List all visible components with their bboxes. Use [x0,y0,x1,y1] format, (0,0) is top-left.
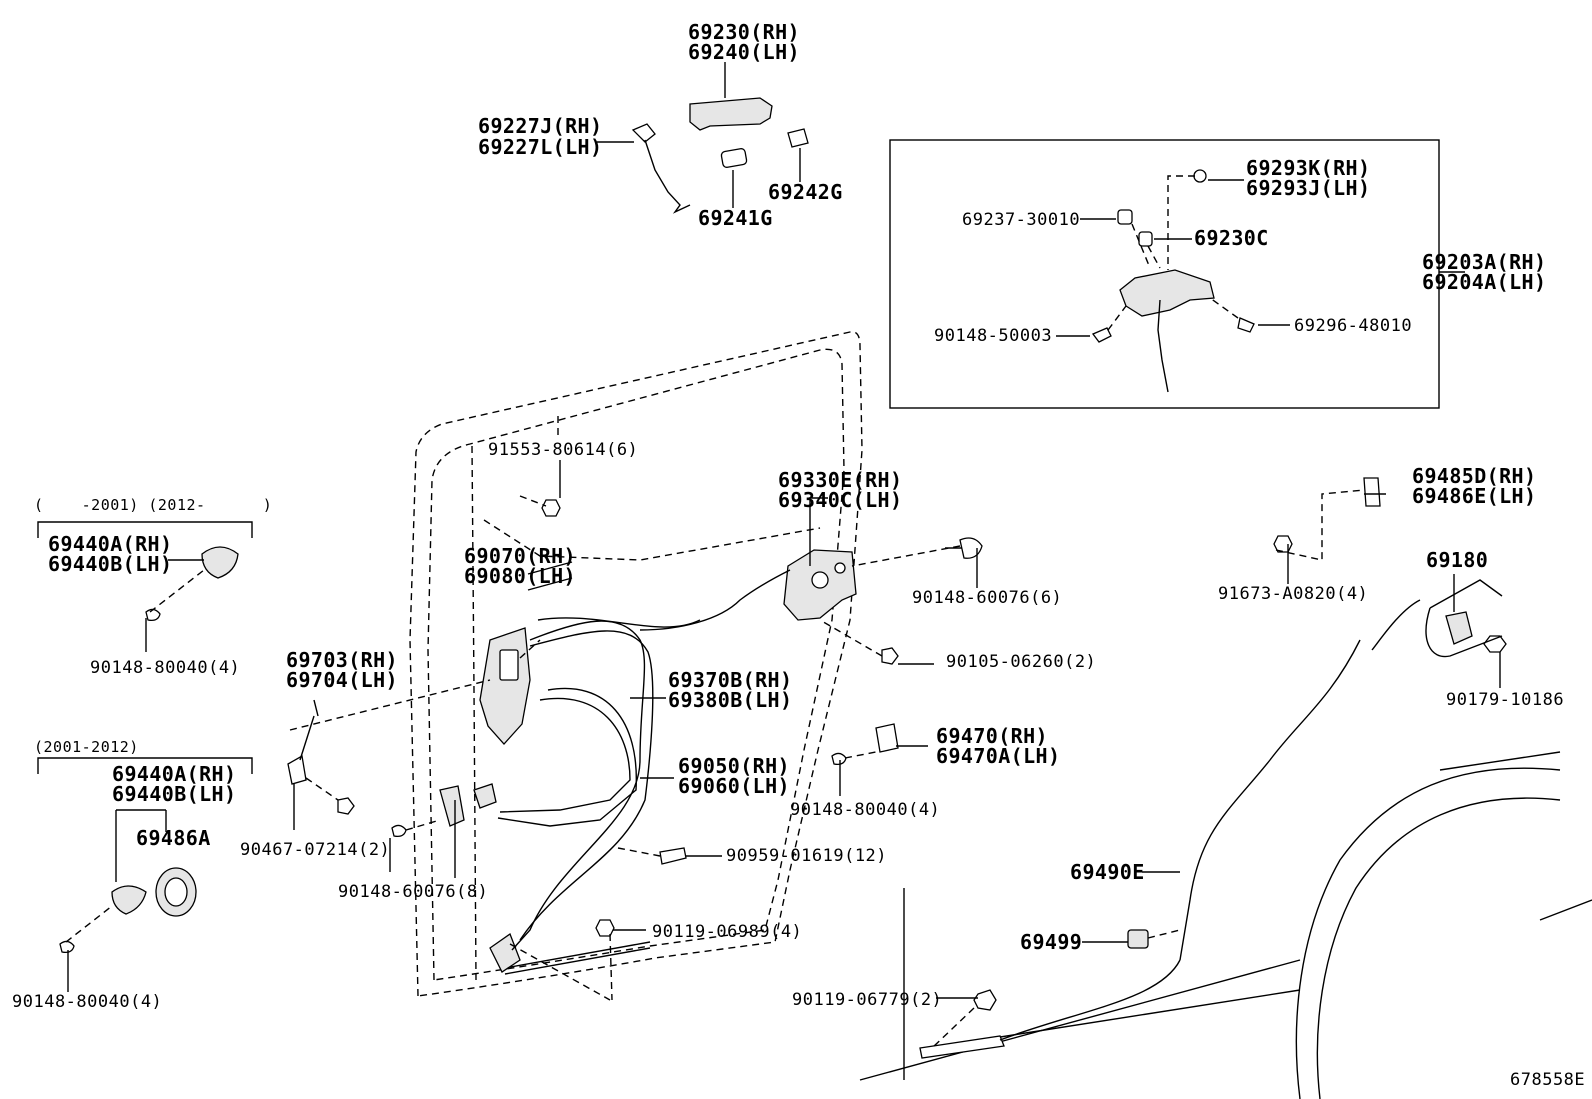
label-90119-06989: 90119-06989(4) [652,922,803,942]
label-69440a-2: 69440A(RH) [112,762,237,786]
label-69240: 69240(LH) [688,40,800,64]
label-69237: 69237-30010 [962,210,1081,230]
label-90148-80040-c: 90148-80040(4) [12,992,163,1012]
label-69470: 69470(RH) [936,724,1048,748]
label-69060: 69060(LH) [678,774,790,798]
label-90179: 90179-10186 [1446,690,1565,710]
cables [497,569,791,951]
label-69704: 69704(LH) [286,668,398,692]
label-69440a-1: 69440A(RH) [48,532,173,556]
label-90119-06779: 90119-06779(2) [792,990,943,1010]
label-90148-60076-8: 90148-60076(8) [338,882,489,902]
label-69440b-2: 69440B(LH) [112,782,237,806]
label-69470a: 69470A(LH) [936,744,1061,768]
label-90467: 90467-07214(2) [240,840,391,860]
outside-handle-top [597,62,809,214]
label-91673: 91673-A0820(4) [1218,584,1369,604]
label-69440b-1: 69440B(LH) [48,552,173,576]
label-91553: 91553-80614(6) [488,440,639,460]
label-69227l: 69227L(LH) [478,135,603,159]
label-69340c: 69340C(LH) [778,488,903,512]
label-69203a: 69203A(RH) [1422,250,1547,274]
option-brackets [37,521,253,882]
dashed-leaders [65,489,1365,1049]
label-90148-60076-6: 90148-60076(6) [912,588,1063,608]
inset-box [889,139,1440,409]
label-69204a: 69204A(LH) [1422,270,1547,294]
lock-assembly [439,549,1149,973]
label-90105: 90105-06260(2) [946,652,1097,672]
label-90148-80040-a: 90148-80040(4) [90,658,241,678]
label-69486a: 69486A [136,826,211,850]
leaders [67,460,1501,999]
label-69703: 69703(RH) [286,648,398,672]
label-69293j: 69293J(LH) [1246,176,1371,200]
label-90148-50003: 90148-50003 [934,326,1053,346]
label-range-2: (2001-2012) [34,738,139,756]
label-69293k: 69293K(RH) [1246,156,1371,180]
label-90959: 90959-01619(12) [726,846,888,866]
label-69490e: 69490E [1070,860,1145,884]
label-69227j: 69227J(RH) [478,114,603,138]
label-69296: 69296-48010 [1294,316,1413,336]
label-69330e: 69330E(RH) [778,468,903,492]
door-outline [409,331,863,997]
label-69242g: 69242G [768,180,843,204]
label-range-1: ( -2001) (2012- ) [34,496,273,514]
label-69230c: 69230C [1194,226,1269,250]
label-69050: 69050(RH) [678,754,790,778]
label-69070: 69070(RH) [464,544,576,568]
diagram-id: 678558E [1510,1070,1586,1090]
label-69080: 69080(LH) [464,564,576,588]
label-69499: 69499 [1020,930,1083,954]
label-90148-80040-b: 90148-80040(4) [790,800,941,820]
label-69485d: 69485D(RH) [1412,464,1537,488]
inset-leaders [1056,175,1465,337]
vehicle-body [859,579,1592,1099]
label-69241g: 69241G [698,206,773,230]
outside-handle-frame-assy [1091,169,1255,393]
label-69486e: 69486E(LH) [1412,484,1537,508]
label-69380b: 69380B(LH) [668,688,793,712]
label-69180: 69180 [1426,548,1489,572]
label-69370b: 69370B(RH) [668,668,793,692]
label-69230: 69230(RH) [688,20,800,44]
